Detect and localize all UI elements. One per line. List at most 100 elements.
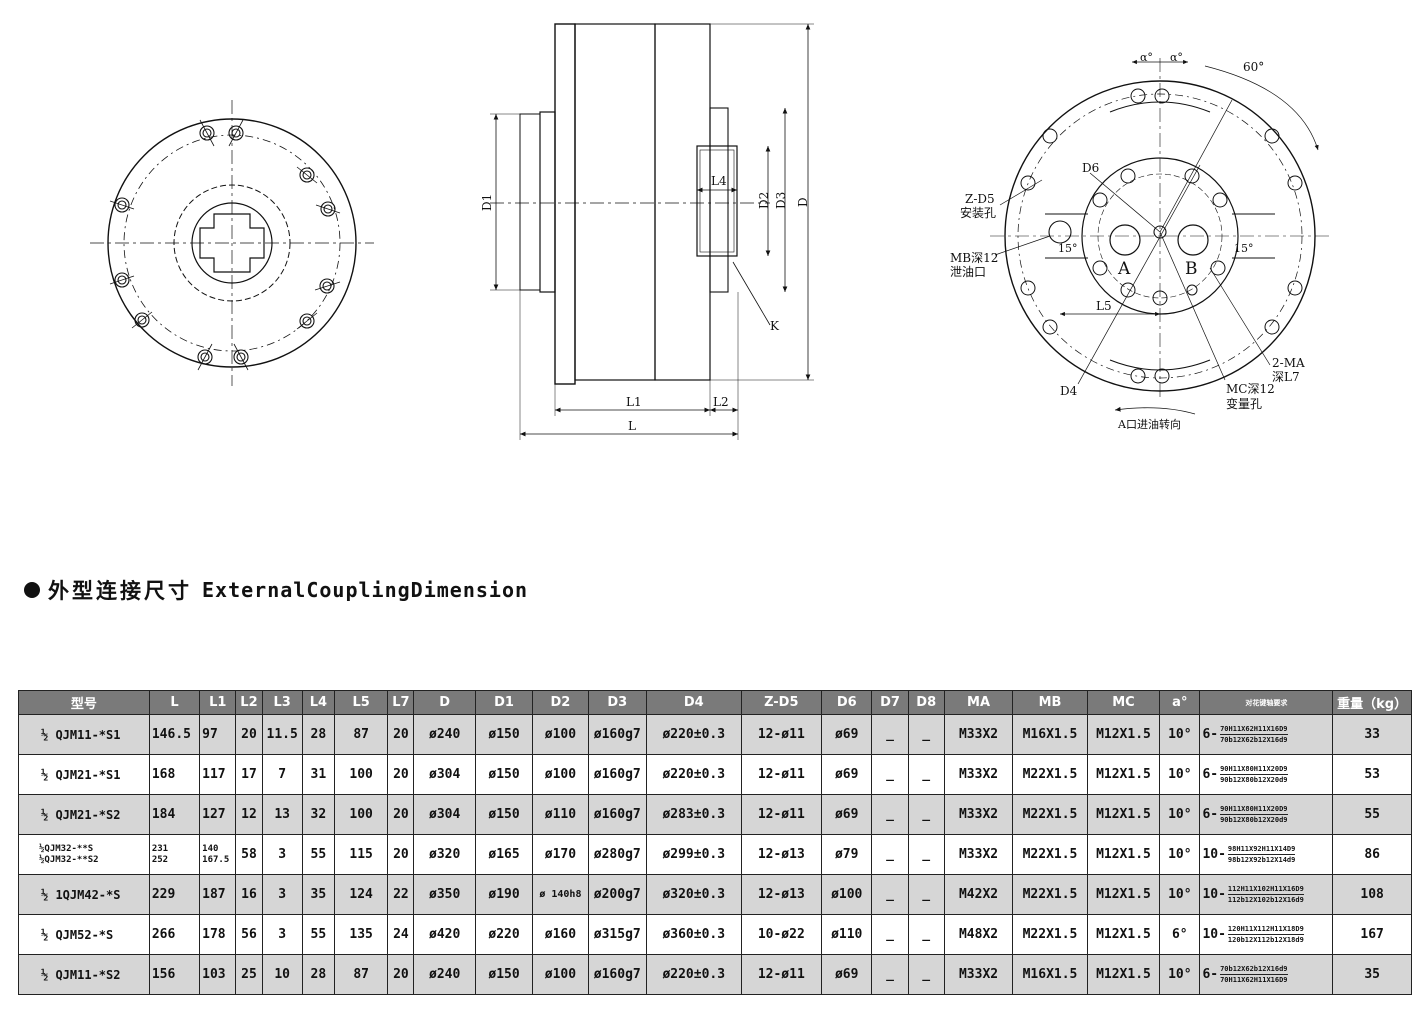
header-cell: 型号	[18, 690, 150, 715]
cell-L: 156	[148, 954, 201, 995]
cell-L5: 124	[333, 874, 389, 915]
cell-MA: M33X2	[943, 754, 1014, 795]
model-cell: ½ QJM21-*S2	[18, 794, 150, 835]
cell-alpha: 10°	[1159, 874, 1201, 915]
cell-D4: ø360±0.3	[645, 914, 742, 955]
cell-D: ø240	[413, 714, 476, 755]
cell-D: ø304	[413, 794, 476, 835]
cell-L2: 25	[235, 954, 263, 995]
cell-D8: _	[907, 874, 945, 915]
header-cell: D3	[587, 690, 647, 715]
table-row: ½ QJM52-*S 266 178 56 3 55 135 24 ø420 ø…	[18, 914, 1412, 955]
cell-L7: 20	[387, 834, 415, 875]
label-L1: L1	[626, 395, 642, 409]
cell-L4: 28	[301, 954, 335, 995]
label-mounting-hole: 安装孔	[960, 205, 996, 220]
header-cell: MC	[1086, 690, 1161, 715]
cell-D8: _	[907, 794, 945, 835]
cell-Z-D5: 12-ø11	[740, 954, 823, 995]
spline-count: 6-	[1202, 727, 1219, 742]
spline-spec-top: 70H11X62H11X16D9	[1220, 725, 1288, 735]
model-variant-bottom: ½QJM32-**S2	[39, 854, 99, 865]
cell-D3: ø200g7	[587, 874, 647, 915]
cell-Z-D5: 12-ø11	[740, 754, 823, 795]
header-cell: L	[148, 690, 201, 715]
cell-D4: ø220±0.3	[645, 714, 742, 755]
header-cell: L1	[199, 690, 237, 715]
cell-L1: 103	[199, 954, 237, 995]
cell-L1: 127	[199, 794, 237, 835]
cell-D: ø420	[413, 914, 476, 955]
L-variant-top: 231	[151, 843, 169, 854]
cell-MB: M22X1.5	[1012, 834, 1088, 875]
cell-D2: ø160	[532, 914, 589, 955]
cell-L3: 11.5	[261, 714, 303, 755]
cell-MB: M22X1.5	[1012, 794, 1088, 835]
cell-D4: ø220±0.3	[645, 954, 742, 995]
header-cell: L5	[333, 690, 389, 715]
spline-spec-bottom: 90b12X80b12X20d9	[1220, 816, 1288, 824]
cell-L5: 135	[333, 914, 389, 955]
table-row: ½ QJM21-*S2 184 127 12 13 32 100 20 ø304…	[18, 794, 1412, 835]
cell-MA: M33X2	[943, 714, 1014, 755]
label-alpha-right: α°	[1170, 51, 1183, 64]
L-variant-bottom: 252	[151, 854, 169, 865]
cell-L7: 20	[387, 794, 415, 835]
spline-spec-top: 112H11X102H11X16D9	[1227, 885, 1304, 895]
cell-L: 184	[148, 794, 201, 835]
table-row: ½ QJM11-*S2 156 103 25 10 28 87 20 ø240 …	[18, 954, 1412, 995]
header-cell: D8	[907, 690, 945, 715]
cell-L2: 58	[235, 834, 263, 875]
model-cell: ½ QJM11-*S2	[18, 954, 150, 995]
cell-MB: M22X1.5	[1012, 914, 1088, 955]
label-D: D	[796, 197, 810, 207]
model-cell: ½ 1QJM42-*S	[18, 874, 150, 915]
cell-L2: 16	[235, 874, 263, 915]
cell-weight: 35	[1332, 954, 1412, 995]
header-cell: MA	[943, 690, 1014, 715]
cell-D7: _	[871, 834, 909, 875]
header-cell: D7	[871, 690, 909, 715]
cell-L: 231 252	[148, 834, 201, 875]
cell-L1: 140 167.5	[199, 834, 237, 875]
cell-Z-D5: 12-ø13	[740, 874, 823, 915]
header-cell: D	[413, 690, 476, 715]
cell-D4: ø320±0.3	[645, 874, 742, 915]
spline-count: 10-	[1202, 847, 1226, 862]
label-L2: L2	[713, 395, 729, 409]
side-view	[490, 23, 814, 440]
cell-D1: ø150	[474, 794, 534, 835]
cell-MA: M33X2	[943, 954, 1014, 995]
cell-L4: 31	[301, 754, 335, 795]
label-alpha-left: α°	[1140, 51, 1153, 64]
header-cell: D4	[645, 690, 742, 715]
cell-D8: _	[907, 754, 945, 795]
port-end-view	[990, 58, 1330, 415]
cell-MC: M12X1.5	[1086, 834, 1161, 875]
cell-L3: 3	[261, 874, 303, 915]
spline-spec-top: 120H11X112H11X18D9	[1227, 925, 1304, 935]
cell-alpha: 10°	[1159, 714, 1201, 755]
cell-D: ø350	[413, 874, 476, 915]
cell-weight: 86	[1332, 834, 1412, 875]
label-Z-D5: Z-D5	[965, 192, 995, 206]
header-cell: L4	[301, 690, 335, 715]
spline-count: 10-	[1202, 887, 1226, 902]
cell-D: ø304	[413, 754, 476, 795]
cell-D3: ø315g7	[587, 914, 647, 955]
cell-L5: 87	[333, 714, 389, 755]
cell-weight: 33	[1332, 714, 1412, 755]
table-row: ½ QJM11-*S1 146.5 97 20 11.5 28 87 20 ø2…	[18, 714, 1412, 755]
L1-variant-top: 140	[202, 843, 219, 854]
cell-alpha: 10°	[1159, 834, 1201, 875]
cell-D2: ø 140h8	[532, 874, 589, 915]
cell-D7: _	[871, 794, 909, 835]
label-L5: L5	[1096, 299, 1112, 313]
cell-L1: 187	[199, 874, 237, 915]
spline-spec-bottom: 70H11X62H11X16D9	[1220, 976, 1288, 984]
cell-D3: ø160g7	[587, 754, 647, 795]
cell-D1: ø190	[474, 874, 534, 915]
cell-Z-D5: 12-ø11	[740, 714, 823, 755]
